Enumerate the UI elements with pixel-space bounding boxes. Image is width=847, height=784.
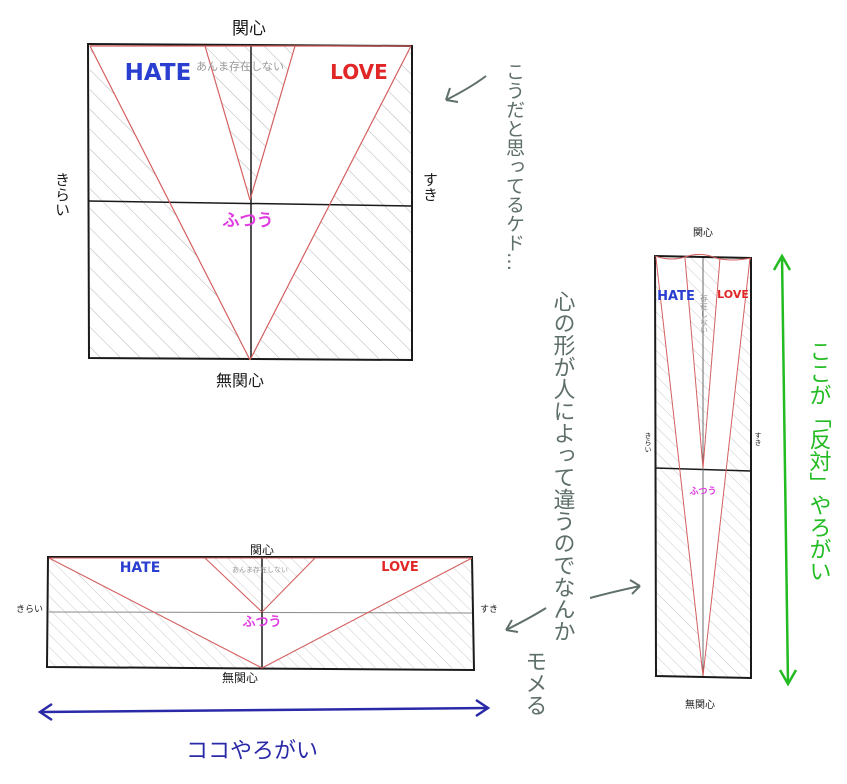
- hate-label: HATE: [125, 60, 192, 86]
- love-label: LOVE: [330, 60, 388, 84]
- tall-caption: ここが「反対」やろがい: [806, 340, 832, 582]
- wide-center-note: あんま存在しない: [232, 565, 288, 574]
- tall-diagram: 関心 無関心 きらい すき HATE LOVE ふつう 存在しない: [644, 227, 762, 711]
- tall-center-note: 存在しない: [700, 293, 709, 334]
- right-label: すき: [421, 172, 439, 202]
- tall-frame: [653, 254, 752, 680]
- wide-right-label: すき: [480, 604, 498, 615]
- wide-bottom-label: 無関心: [222, 670, 258, 685]
- middle-note-2: モメる: [522, 650, 547, 716]
- wide-axis-horizontal: [48, 611, 473, 614]
- bottom-label: 無関心: [216, 371, 264, 390]
- wide-futsuu-label: ふつう: [242, 615, 281, 630]
- arrow-to-wide: [505, 607, 547, 633]
- top-red-lines: [89, 45, 412, 361]
- top-diagram: 関心 無関心 きらい すき HATE LOVE ふつう あんま存在しない: [53, 19, 439, 390]
- tall-hate-label: HATE: [657, 289, 695, 304]
- center-note: あんま存在しない: [196, 59, 284, 73]
- wide-top-label: 関心: [250, 543, 274, 557]
- wide-double-arrow: [37, 698, 491, 722]
- tall-bottom-label: 無関心: [685, 698, 715, 711]
- wide-red-lines: [48, 557, 473, 669]
- top-hatch-center: [205, 46, 295, 200]
- right-note: こうだと思ってるケド…: [503, 62, 525, 271]
- wide-love-label: LOVE: [381, 560, 418, 575]
- tall-left-label: きらい: [644, 432, 652, 453]
- top-note-arrow: [445, 75, 487, 103]
- wide-caption: ココやろがい: [186, 739, 318, 764]
- middle-note-1: 心の形が人によって違うのでなんか: [550, 290, 576, 642]
- tall-futsuu-label: ふつう: [689, 486, 716, 497]
- wide-hate-label: HATE: [120, 560, 161, 576]
- tall-double-arrow: [772, 253, 798, 687]
- left-label: きらい: [53, 172, 71, 217]
- tall-top-edge: [654, 253, 752, 261]
- wide-frame: [45, 556, 476, 672]
- top-label: 関心: [232, 19, 266, 39]
- tall-love-label: LOVE: [717, 288, 749, 301]
- wide-diagram: 関心 無関心 きらい すき HATE LOVE ふつう あんま存在しない: [16, 543, 498, 685]
- tall-right-label: すき: [754, 432, 762, 446]
- tall-red-lines: [655, 257, 751, 677]
- tall-top-label: 関心: [693, 227, 713, 239]
- wide-left-label: きらい: [16, 604, 43, 615]
- futsuu-label: ふつう: [223, 211, 274, 231]
- arrow-to-tall: [589, 579, 641, 599]
- top-frame: [86, 42, 413, 362]
- wide-hatch-center: [205, 558, 315, 612]
